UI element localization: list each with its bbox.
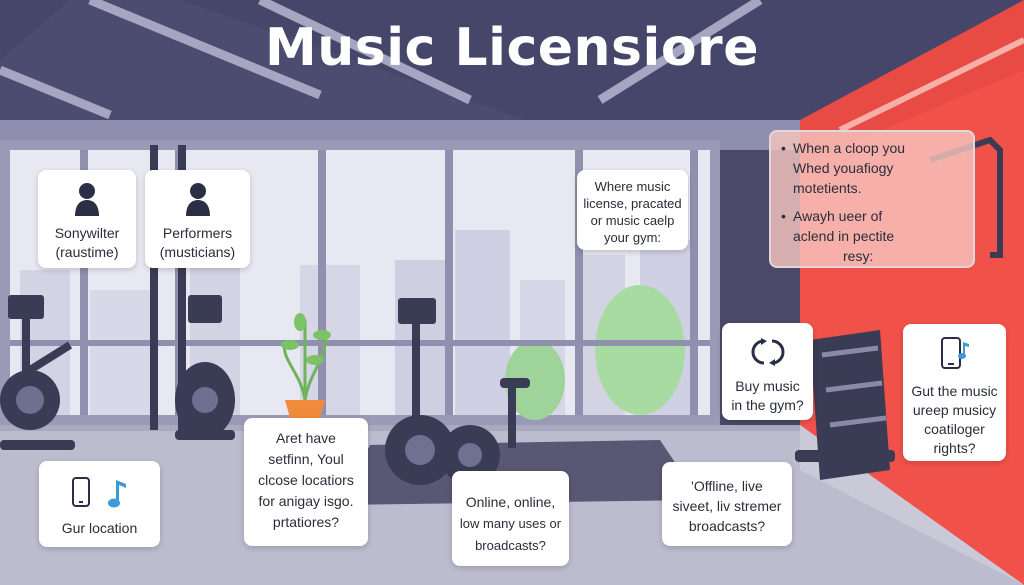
- person-icon: [185, 183, 210, 216]
- phone-music-icon: [940, 337, 969, 369]
- buy-music-card: Buy music in the gym?: [722, 323, 813, 420]
- songwriter-card: Sonywilter (raustime): [38, 170, 136, 268]
- page-title: Music Licensiore: [265, 18, 759, 78]
- locations-question-card: Aret have setfinn, Youl clcose locatiors…: [244, 418, 368, 546]
- note-bullet-2: Awayh ueer of aclend in pectite resy:: [781, 206, 963, 266]
- note-bullet-1: When a cloop you Whed youafiogy motetien…: [781, 138, 963, 198]
- songwriter-label: Sonywilter (raustime): [54, 225, 120, 260]
- sync-icon: [751, 338, 784, 366]
- get-rights-card: Gut the music ureep musicy coatiloger ri…: [903, 324, 1006, 461]
- offline-card: 'Offline, live siveet, liv stremer broad…: [662, 462, 792, 546]
- performers-card: Performers (musticians): [145, 170, 250, 268]
- performers-label: Performers (musticians): [159, 225, 236, 260]
- info-note-box: When a cloop you Whed youafiogy motetien…: [769, 130, 975, 268]
- location-card: Gur location: [39, 461, 160, 547]
- online-card: Online, online, low many uses or broadca…: [452, 471, 569, 566]
- where-music-card: Where music license, pracated or music c…: [577, 170, 688, 250]
- music-note-icon: [107, 480, 126, 508]
- person-icon: [75, 183, 99, 216]
- phone-icon: [71, 477, 90, 507]
